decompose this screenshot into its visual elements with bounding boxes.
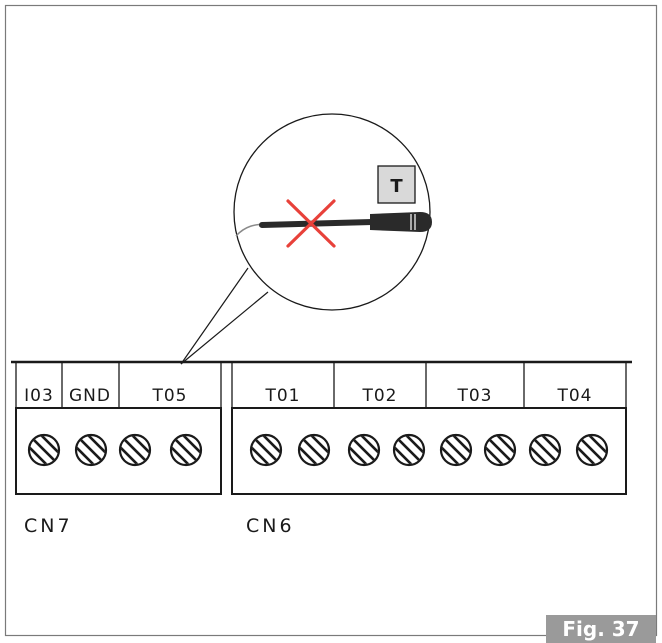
disconnected-cross-icon: [286, 199, 336, 248]
callout-pointer: [180, 267, 269, 365]
terminal-label-i03: I03: [24, 386, 54, 406]
probe-sensor-head: [370, 212, 432, 232]
terminal-label-t01: T01: [264, 386, 300, 406]
probe-label-box: T: [377, 165, 416, 204]
figure-label: Fig. 37: [562, 617, 639, 641]
connector-name-cn7: CN7: [24, 515, 73, 537]
probe-wire: [259, 219, 375, 228]
terminal-label-t03: T03: [456, 386, 492, 406]
terminal-label-t05: T05: [151, 386, 187, 406]
figure-badge: [546, 615, 656, 643]
connector-cn7: I03 GND T05: [15, 362, 222, 495]
terminal-label-t02: T02: [361, 386, 397, 406]
connector-cn6: T01 T02 T03 T04: [231, 362, 627, 495]
diagram-border: [4, 4, 658, 637]
temperature-probe: [235, 212, 432, 237]
connector-name-cn6: CN6: [246, 515, 295, 537]
sensor-callout-circle: [233, 113, 431, 311]
terminal-label-t04: T04: [556, 386, 592, 406]
probe-label: T: [390, 176, 403, 197]
terminal-label-gnd: GND: [69, 386, 111, 406]
